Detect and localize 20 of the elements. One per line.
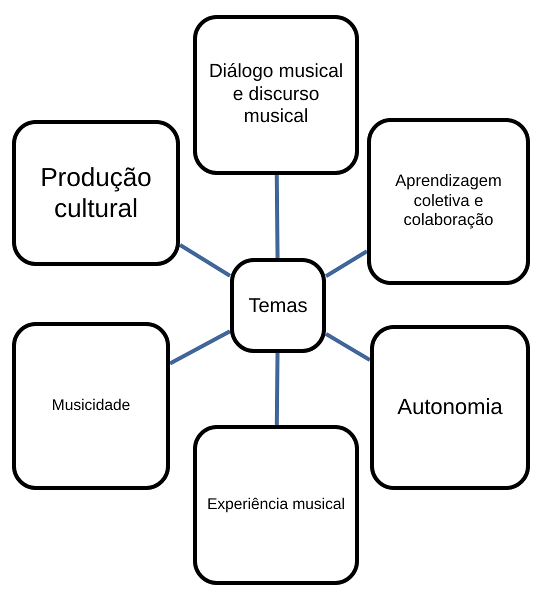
node-label: Produção cultural bbox=[39, 162, 153, 224]
center-box bbox=[230, 258, 326, 353]
connector-line bbox=[169, 330, 231, 366]
connector-line bbox=[324, 250, 368, 278]
node-label: Aprendizagem coletiva e colaboração bbox=[394, 172, 503, 232]
topic-box bbox=[12, 322, 170, 490]
topic-box bbox=[370, 325, 530, 490]
topic-box bbox=[12, 120, 180, 266]
node-label: Musicidade bbox=[52, 396, 130, 416]
node-label: Autonomia bbox=[397, 394, 503, 421]
node-label: Diálogo musical e discurso musical bbox=[208, 60, 344, 130]
topic-box bbox=[367, 118, 530, 285]
topic-box bbox=[193, 15, 359, 175]
connector-line bbox=[274, 352, 280, 426]
connector-line bbox=[274, 174, 280, 258]
connector-line bbox=[178, 243, 232, 278]
node-label: Experiência musical bbox=[207, 496, 345, 514]
topic-box bbox=[193, 425, 359, 585]
connector-line bbox=[324, 332, 372, 362]
node-label: Temas bbox=[248, 294, 308, 318]
